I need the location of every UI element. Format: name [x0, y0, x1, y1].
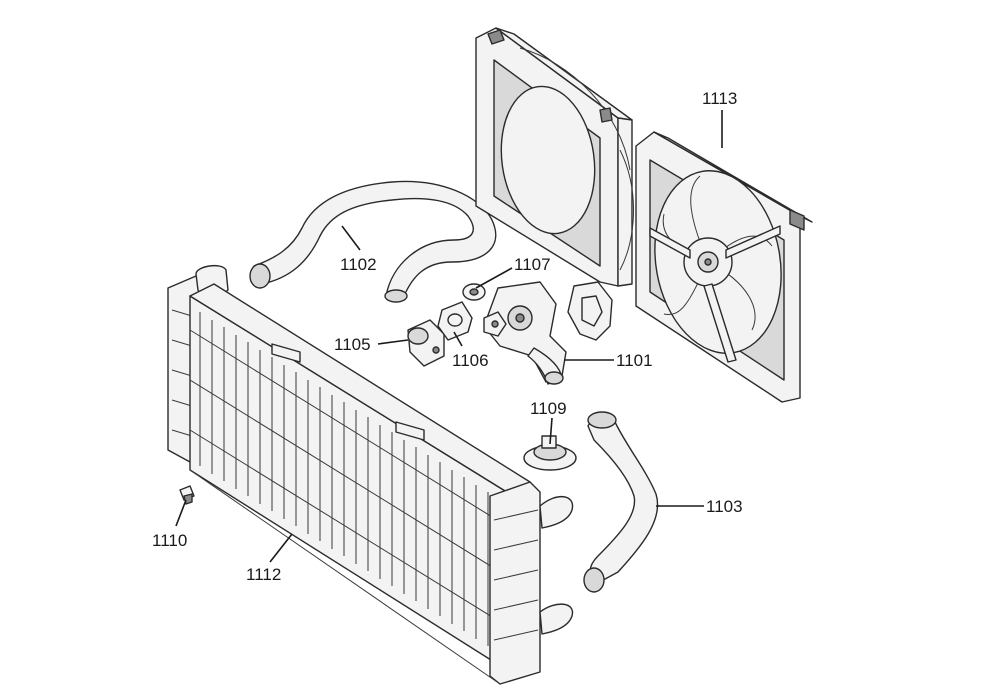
- water-pump: [483, 281, 613, 385]
- label-1102: 1102: [340, 255, 377, 274]
- label-1103: 1103: [706, 497, 743, 516]
- label-1113: 1113: [702, 89, 737, 108]
- label-1109: 1109: [530, 399, 567, 418]
- label-1105: 1105: [334, 335, 371, 354]
- radiator-core-fins: [189, 312, 511, 654]
- radiator-cap: [523, 435, 577, 471]
- lower-radiator-hose: [583, 411, 659, 593]
- thermostat-housing: [407, 319, 445, 367]
- thermostat: [462, 283, 486, 301]
- label-1107: 1107: [514, 255, 551, 274]
- electric-fan-assembly: [635, 131, 813, 403]
- label-1112: 1112: [246, 565, 281, 584]
- upper-radiator-hose: [249, 180, 497, 303]
- thermostat-gasket: [437, 301, 473, 341]
- radiator: [167, 264, 574, 685]
- leader-lines: [175, 110, 723, 563]
- drain-plug: [179, 485, 195, 505]
- label-1106: 1106: [452, 351, 489, 370]
- fan-shroud: [475, 27, 634, 287]
- label-1110: 1110: [152, 531, 187, 550]
- label-1101: 1101: [616, 351, 653, 370]
